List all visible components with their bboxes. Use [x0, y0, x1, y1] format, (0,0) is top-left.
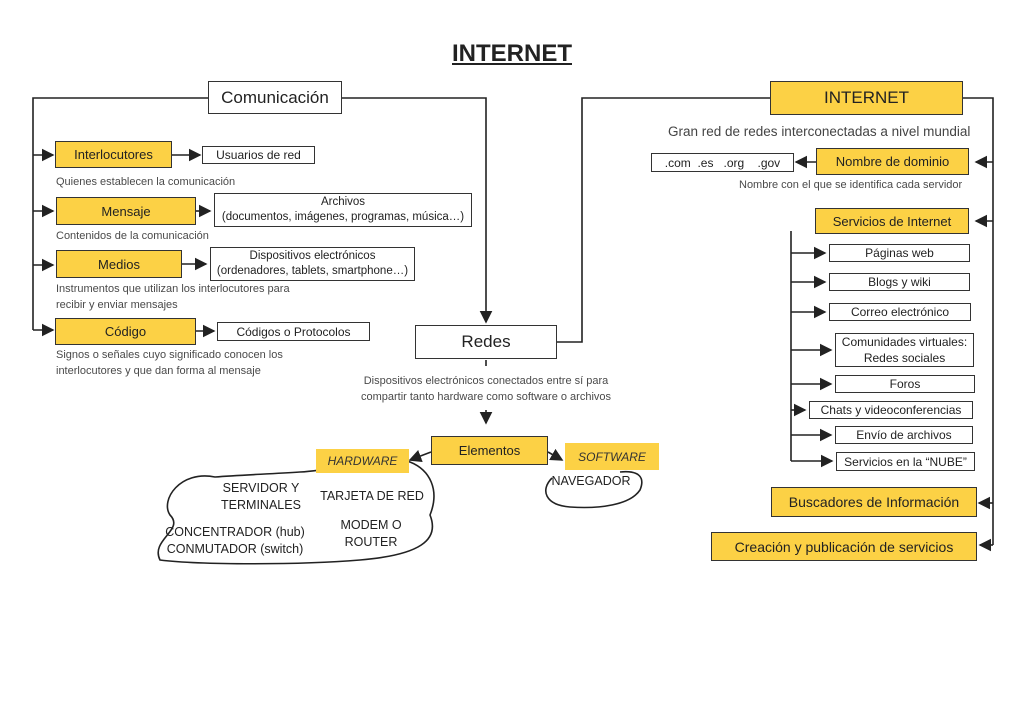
dominio-note: Nombre con el que se identifica cada ser… — [739, 179, 963, 191]
conmutador-line2: CONMUTADOR (switch) — [166, 542, 304, 556]
service-correo: Correo electrónico — [829, 303, 971, 321]
dispositivos-node: Dispositivos electrónicos (ordenadores, … — [210, 247, 415, 281]
service-envio: Envío de archivos — [835, 426, 973, 444]
software-handdrawn-loop — [545, 470, 643, 509]
interlocutores-note: Quienes establecen la comunicación — [56, 176, 236, 188]
elementos-node: Elementos — [431, 436, 548, 465]
archivos-detail: (documentos, imágenes, programas, música… — [221, 211, 465, 223]
medios-node: Medios — [56, 250, 182, 278]
dominio-examples: .com .es .org .gov — [651, 153, 794, 172]
buscadores-node: Buscadores de Información — [771, 487, 977, 517]
dispositivos-label: Dispositivos electrónicos — [249, 250, 376, 262]
tarjeta-de-red: TARJETA DE RED — [320, 489, 424, 503]
codigo-note-line2: interlocutores y que dan forma al mensaj… — [56, 365, 261, 377]
creacion-node: Creación y publicación de servicios — [711, 532, 977, 561]
concentrador-conmutador: CONCENTRADOR (hub) CONMUTADOR (switch) — [160, 524, 310, 558]
codigo-note-line1: Signos o señales cuyo significado conoce… — [56, 349, 283, 361]
concentrador-line1: CONCENTRADOR (hub) — [165, 525, 305, 539]
usuarios-de-red-node: Usuarios de red — [202, 146, 315, 164]
modem-line1: MODEM O — [340, 518, 402, 532]
service-blogs-wiki: Blogs y wiki — [829, 273, 970, 291]
mensaje-node: Mensaje — [56, 197, 196, 225]
software-tag: SOFTWARE — [565, 443, 659, 470]
archivos-node: Archivos (documentos, imágenes, programa… — [214, 193, 472, 227]
service-nube: Servicios en la “NUBE” — [836, 452, 975, 471]
service-comunidades-line1: Comunidades virtuales: — [841, 335, 968, 349]
servicios-node: Servicios de Internet — [815, 208, 969, 234]
codigo-note: Signos o señales cuyo significado conoce… — [56, 347, 283, 379]
service-comunidades-line2: Redes sociales — [863, 351, 946, 365]
protocolos-node: Códigos o Protocolos — [217, 322, 370, 341]
interlocutores-node: Interlocutores — [55, 141, 172, 168]
medios-note: Instrumentos que utilizan los interlocut… — [56, 281, 290, 313]
hardware-tag: HARDWARE — [316, 449, 409, 473]
servidor-terminales: SERVIDOR Y TERMINALES — [212, 480, 310, 514]
dominio-node: Nombre de dominio — [816, 148, 969, 175]
modem-line2: ROUTER — [344, 535, 398, 549]
medios-note-line1: Instrumentos que utilizan los interlocut… — [56, 283, 290, 295]
medios-note-line2: recibir y enviar mensajes — [56, 299, 178, 311]
service-comunidades: Comunidades virtuales: Redes sociales — [835, 333, 974, 367]
redes-note: Dispositivos electrónicos conectados ent… — [330, 373, 642, 405]
internet-node: INTERNET — [770, 81, 963, 115]
servidor-line1: SERVIDOR Y — [222, 481, 300, 495]
service-paginas-web: Páginas web — [829, 244, 970, 262]
servidor-line2: TERMINALES — [221, 498, 301, 512]
navegador: NAVEGADOR — [551, 474, 631, 488]
archivos-label: Archivos — [320, 196, 366, 208]
redes-note-line1: Dispositivos electrónicos conectados ent… — [363, 375, 609, 387]
internet-description: Gran red de redes interconectadas a nive… — [668, 124, 971, 139]
redes-note-line2: compartir tanto hardware como software o… — [360, 391, 612, 403]
modem-router: MODEM O ROUTER — [330, 517, 412, 551]
codigo-node: Código — [55, 318, 196, 345]
service-foros: Foros — [835, 375, 975, 393]
service-chats: Chats y videoconferencias — [809, 401, 973, 419]
mensaje-note: Contenidos de la comunicación — [56, 230, 209, 242]
redes-node: Redes — [415, 325, 557, 359]
page-title: INTERNET — [452, 40, 572, 67]
dispositivos-detail: (ordenadores, tablets, smartphone…) — [216, 265, 409, 277]
comunicacion-node: Comunicación — [208, 81, 342, 114]
